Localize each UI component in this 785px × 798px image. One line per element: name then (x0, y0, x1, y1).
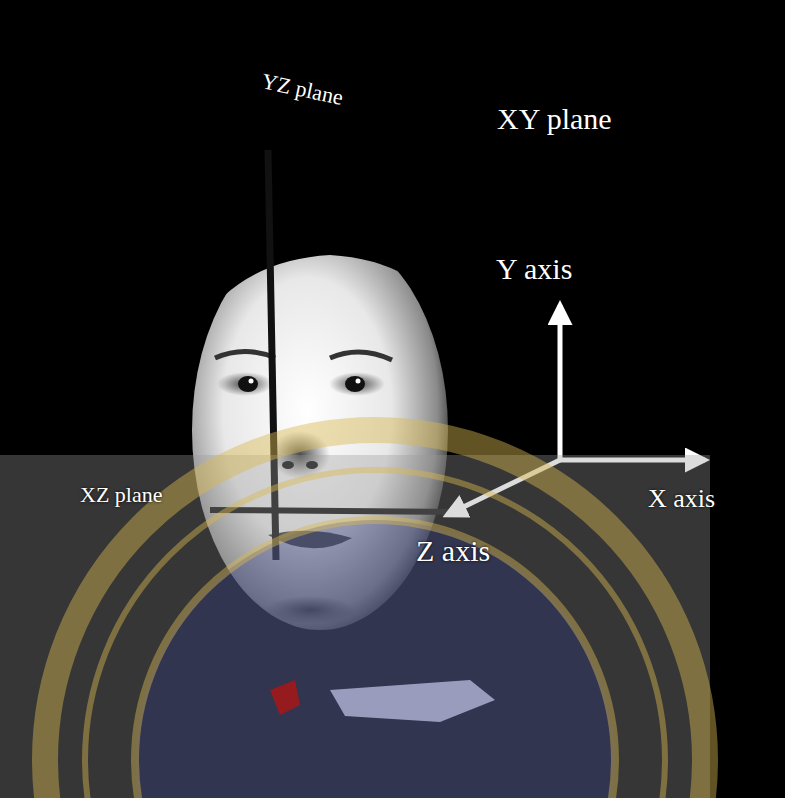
axis-label: YZ plane (260, 70, 345, 109)
axis-label: X axis (648, 486, 715, 512)
watermark-seal (0, 430, 710, 798)
axis-label: Y axis (496, 254, 572, 284)
axis-label: XY plane (497, 104, 612, 134)
axis-label: XZ plane (80, 484, 162, 506)
axis-label: Z axis (416, 536, 490, 566)
